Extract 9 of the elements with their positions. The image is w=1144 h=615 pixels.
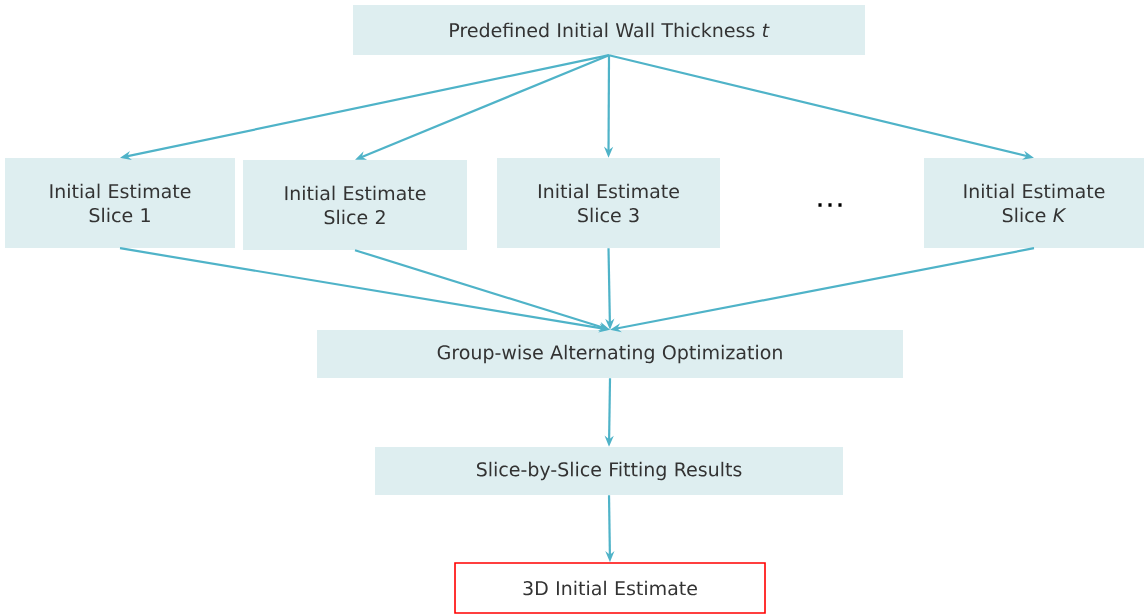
ellipsis-text: … <box>818 203 842 207</box>
process-box: Predefined Initial Wall Thickness t <box>353 5 865 55</box>
process-box: Slice-by-Slice Fitting Results <box>375 447 843 495</box>
process-box: Initial Estimate Slice 1 <box>5 158 235 248</box>
process-box: Initial Estimate Slice 3 <box>497 158 720 248</box>
process-box: Group-wise Alternating Optimization <box>317 330 903 378</box>
result-box: 3D Initial Estimate <box>454 562 766 614</box>
process-box: Initial Estimate Slice 2 <box>243 160 467 250</box>
process-box: Initial Estimate Slice K <box>924 158 1144 248</box>
